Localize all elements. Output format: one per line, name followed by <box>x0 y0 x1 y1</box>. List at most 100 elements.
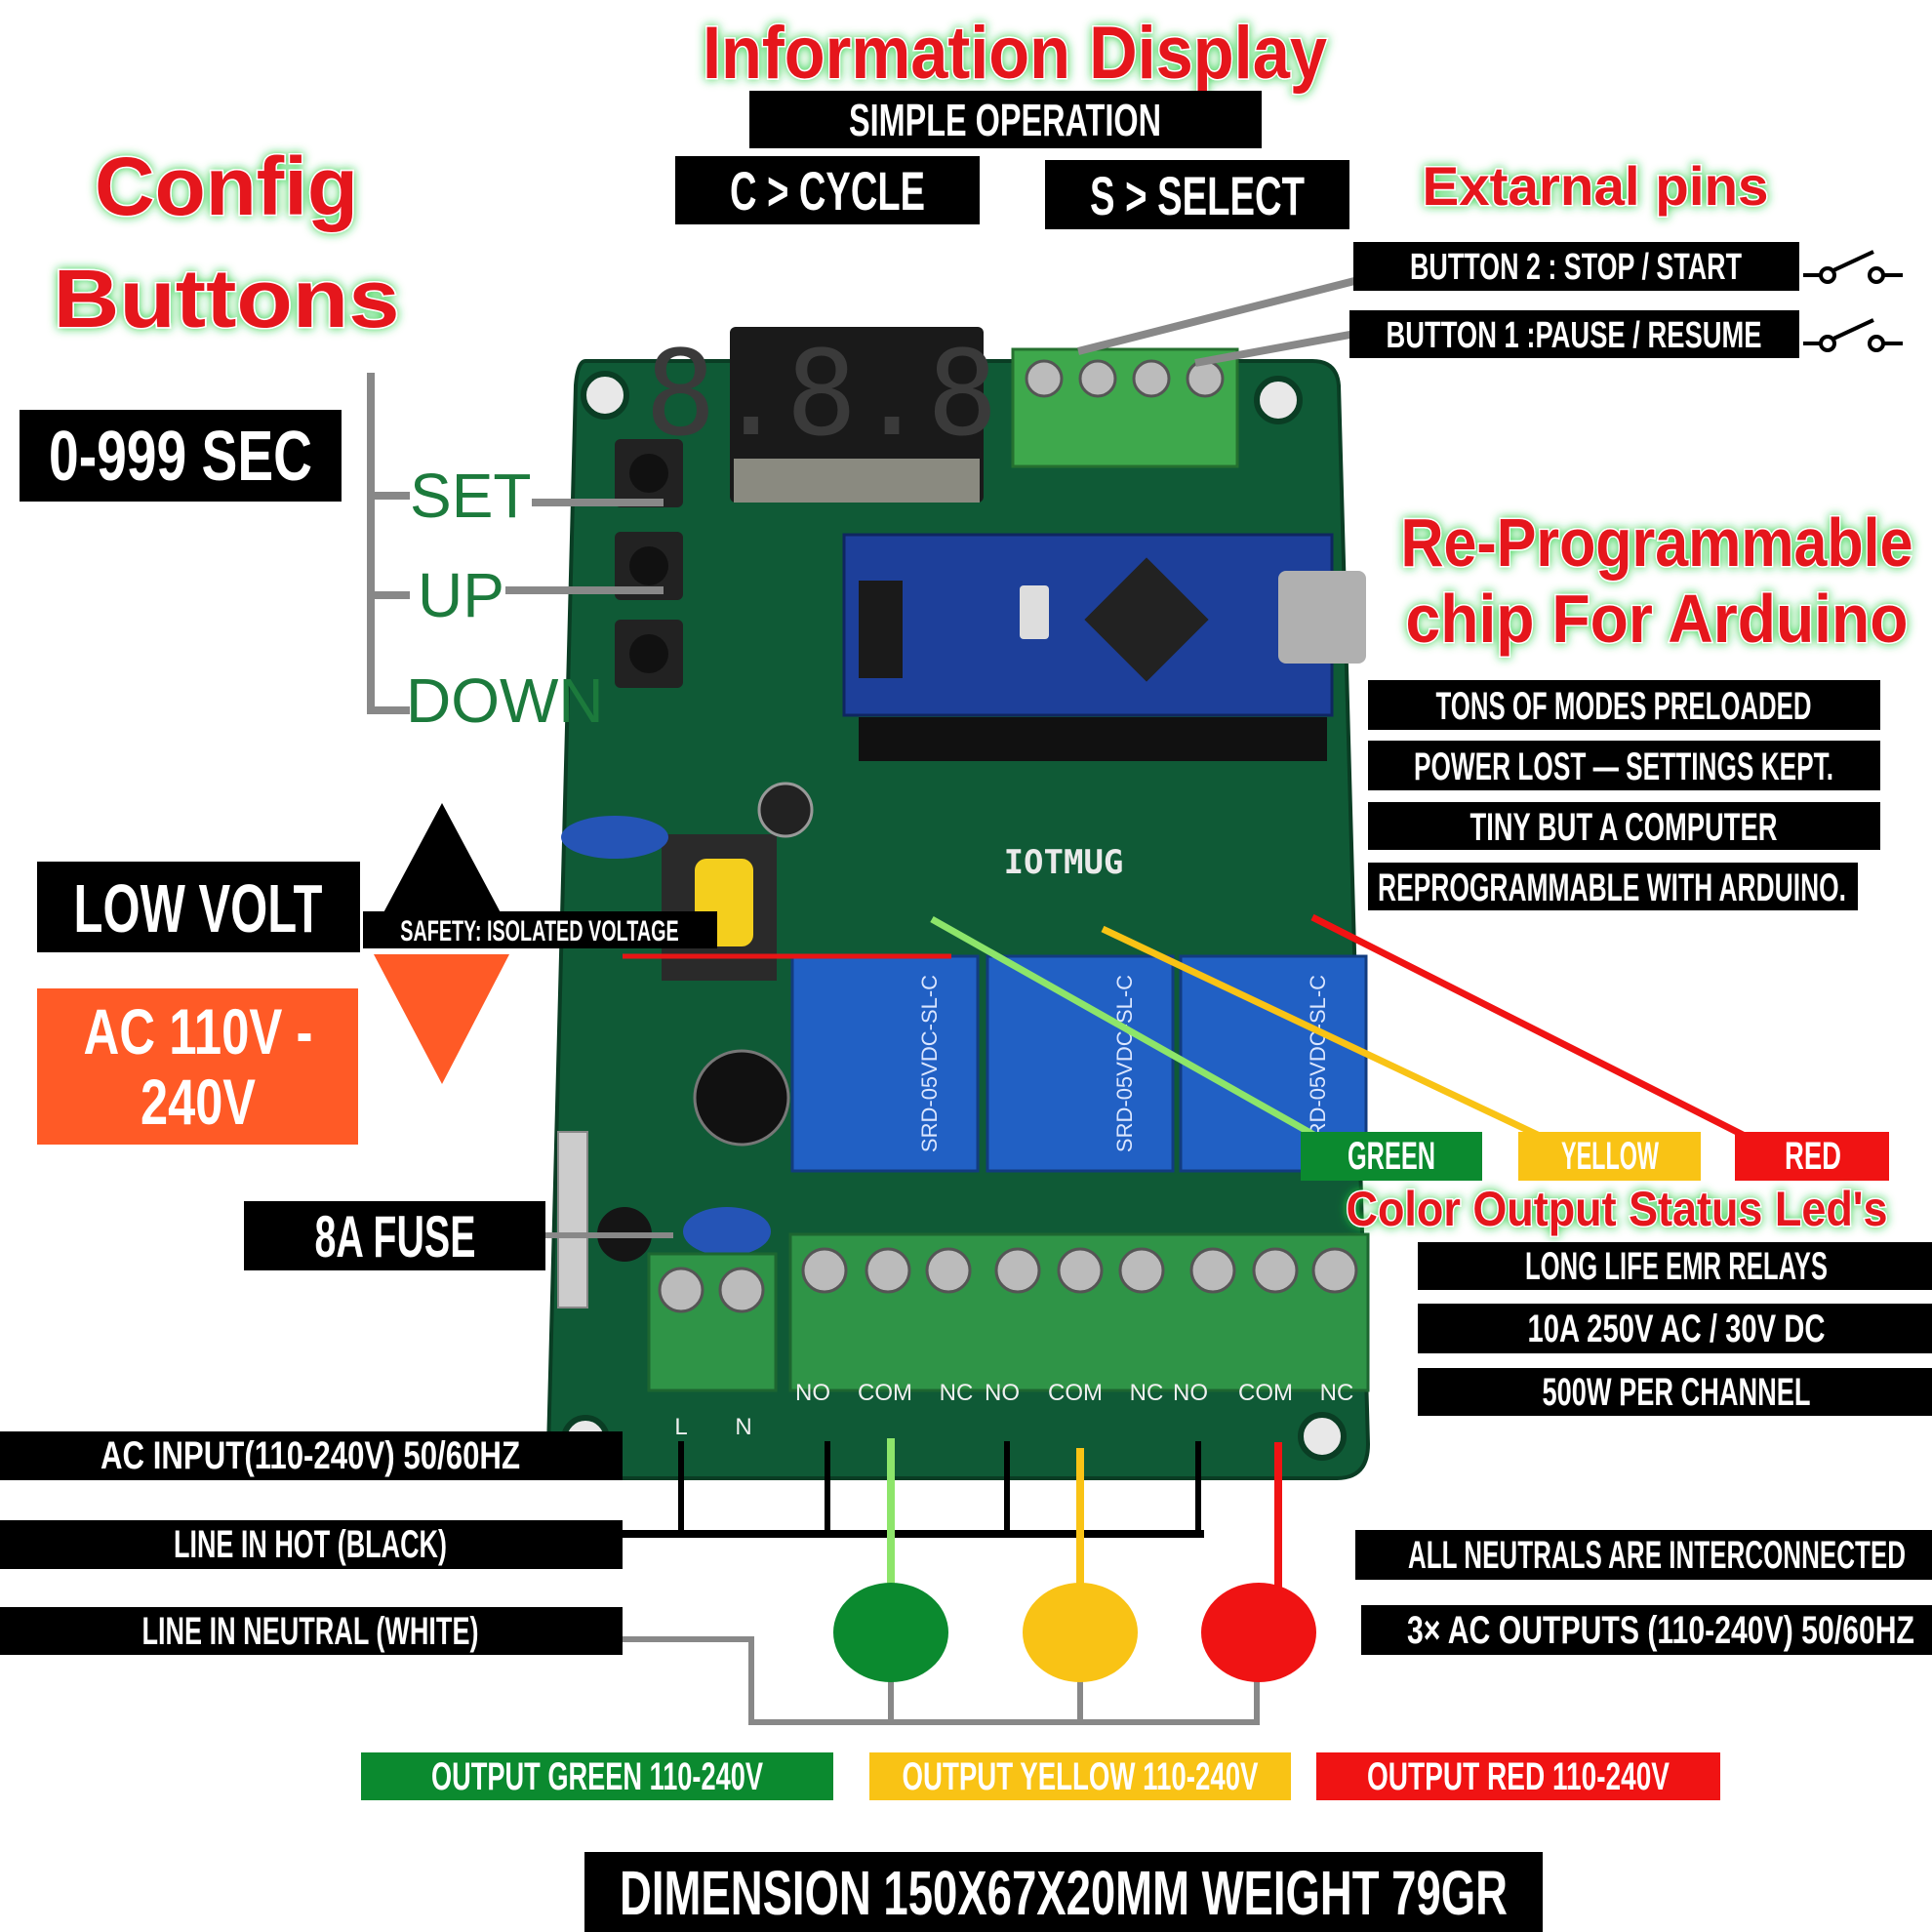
simple-operation-box <box>749 91 1262 148</box>
button2-label: BUTTON 2 : STOP / START <box>1410 247 1742 288</box>
relay-features: LONG LIFE EMR RELAYS 10A 250V AC / 30V D… <box>1418 1242 1932 1416</box>
electrolytic-capacitor <box>693 1049 790 1147</box>
fuse-box <box>244 1201 545 1270</box>
line-hot-label: LINE IN HOT (BLACK) <box>174 1523 447 1566</box>
output-green-label: OUTPUT GREEN 110-240V <box>431 1755 763 1798</box>
terminal-label: COM <box>858 1380 912 1406</box>
line-neutral-box <box>0 1607 623 1655</box>
outputs-label: 3× AC OUTPUTS (110-240V) 50/60HZ <box>1407 1609 1914 1652</box>
up-triangle-icon <box>381 803 503 918</box>
led-status-title: Color Output Status Led's <box>1347 1182 1888 1236</box>
arduino-nano <box>842 533 1366 761</box>
ac-input-box <box>0 1431 623 1480</box>
terminal-label: NC <box>1130 1380 1164 1406</box>
line-hot-box <box>0 1520 623 1569</box>
config-buttons <box>615 439 683 688</box>
green-lamp-icon <box>833 1583 948 1682</box>
arduino-title-line1: Re-Programmable <box>1401 504 1913 581</box>
feature-item: TINY BUT A COMPUTER <box>1470 806 1778 849</box>
terminal-label: N <box>735 1414 751 1440</box>
neutrals-box <box>1355 1530 1932 1580</box>
terminal-label: NC <box>940 1380 974 1406</box>
board-brand: IOTMUG <box>1004 843 1124 882</box>
up-label: UP <box>418 560 504 630</box>
led-yellow-badge <box>1518 1132 1701 1181</box>
arduino-title-line2: chip For Arduino <box>1406 581 1909 657</box>
display-digits: 8.8.8. <box>645 327 1067 463</box>
relay-1: SRD-05VDC-SL-C <box>790 954 980 1173</box>
feature-item: POWER LOST — SETTINGS KEPT. <box>1414 745 1833 788</box>
microcontroller-chip <box>1084 557 1209 682</box>
down-label: DOWN <box>406 665 604 736</box>
led-green-label: GREEN <box>1348 1135 1435 1178</box>
output-red-label: OUTPUT RED 110-240V <box>1367 1755 1670 1798</box>
arduino-features: TONS OF MODES PRELOADED POWER LOST — SET… <box>1368 680 1880 910</box>
low-volt-label: LOW VOLT <box>74 869 323 946</box>
terminal-label: NO <box>795 1380 830 1406</box>
terminal-label: NO <box>1173 1380 1208 1406</box>
set-label: SET <box>410 461 531 531</box>
switch-icon <box>1803 250 1903 284</box>
fuse <box>557 1131 588 1308</box>
fuse-label: 8A FUSE <box>315 1204 476 1269</box>
terminal-label: L <box>674 1414 687 1440</box>
pcb-board: 8.8.8. <box>545 327 1371 1480</box>
output-red-box <box>1316 1752 1720 1800</box>
wiring-diagram <box>619 1438 1282 1725</box>
led-red-label: RED <box>1785 1135 1841 1178</box>
neutrals-label: ALL NEUTRALS ARE INTERCONNECTED <box>1408 1534 1906 1577</box>
dimension-box <box>584 1852 1543 1932</box>
feature-item: REPROGRAMMABLE WITH ARDUINO. <box>1378 866 1846 909</box>
output-terminals: NO COM NC NO COM NC NO COM NC L N <box>647 1232 1370 1440</box>
relay-feature: LONG LIFE EMR RELAYS <box>1525 1245 1828 1288</box>
output-yellow-label: OUTPUT YELLOW 110-240V <box>903 1755 1259 1798</box>
config-title-line2: Buttons <box>54 253 400 344</box>
safety-label: SAFETY: ISOLATED VOLTAGE <box>400 915 679 947</box>
simple-operation-label: SIMPLE OPERATION <box>849 95 1161 145</box>
mount-hole <box>1298 1412 1347 1461</box>
seven-segment-display: 8.8.8. <box>645 327 1068 503</box>
ac-voltage-line1: AC 110V - <box>84 995 313 1067</box>
svg-text:SRD-05VDC-SL-C: SRD-05VDC-SL-C <box>1306 975 1330 1152</box>
down-triangle-icon <box>374 954 509 1084</box>
switch-icon <box>1803 318 1903 352</box>
relay-feature: 500W PER CHANNEL <box>1543 1371 1811 1414</box>
capacitor <box>561 816 668 859</box>
range-label: 0-999 SEC <box>49 418 312 496</box>
terminal-label: NO <box>985 1380 1020 1406</box>
cycle-label: C > CYCLE <box>730 160 925 221</box>
led-green-badge <box>1301 1132 1482 1181</box>
cycle-box <box>675 156 980 224</box>
button1-label: BUTTON 1 :PAUSE / RESUME <box>1387 315 1762 356</box>
yellow-lamp-icon <box>1023 1583 1138 1682</box>
relay-2: SRD-05VDC-SL-C <box>986 954 1175 1173</box>
config-title-line1: Config <box>95 141 358 232</box>
safety-box <box>363 911 717 948</box>
ac-voltage-line2: 240V <box>141 1066 256 1138</box>
ac-input-label: AC INPUT(110-240V) 50/60HZ <box>101 1434 520 1477</box>
terminal-label: NC <box>1320 1380 1354 1406</box>
output-yellow-box <box>869 1752 1291 1800</box>
mount-hole <box>1254 376 1303 424</box>
led-red-badge <box>1735 1132 1889 1181</box>
external-pins-title: Extarnal pins <box>1423 155 1769 217</box>
svg-text:SRD-05VDC-SL-C: SRD-05VDC-SL-C <box>1112 975 1137 1152</box>
config-bracket <box>367 373 664 714</box>
svg-text:SRD-05VDC-SL-C: SRD-05VDC-SL-C <box>917 975 942 1152</box>
low-volt-box <box>37 862 360 952</box>
feature-item: TONS OF MODES PRELOADED <box>1436 685 1812 728</box>
relay-feature: 10A 250V AC / 30V DC <box>1528 1308 1826 1350</box>
terminal-label: COM <box>1238 1380 1293 1406</box>
select-box <box>1045 160 1349 229</box>
dimension-label: DIMENSION 150X67X20MM WEIGHT 79GR <box>620 1858 1508 1928</box>
range-box <box>20 410 342 502</box>
usb-c-port <box>1278 571 1366 664</box>
terminal-label: COM <box>1048 1380 1103 1406</box>
red-lamp-icon <box>1201 1583 1316 1682</box>
external-pins-terminal <box>1011 347 1239 468</box>
outputs-box <box>1361 1605 1932 1655</box>
line-neutral-label: LINE IN NEUTRAL (WHITE) <box>142 1610 479 1653</box>
mount-hole <box>581 371 629 420</box>
select-label: S > SELECT <box>1090 165 1305 226</box>
